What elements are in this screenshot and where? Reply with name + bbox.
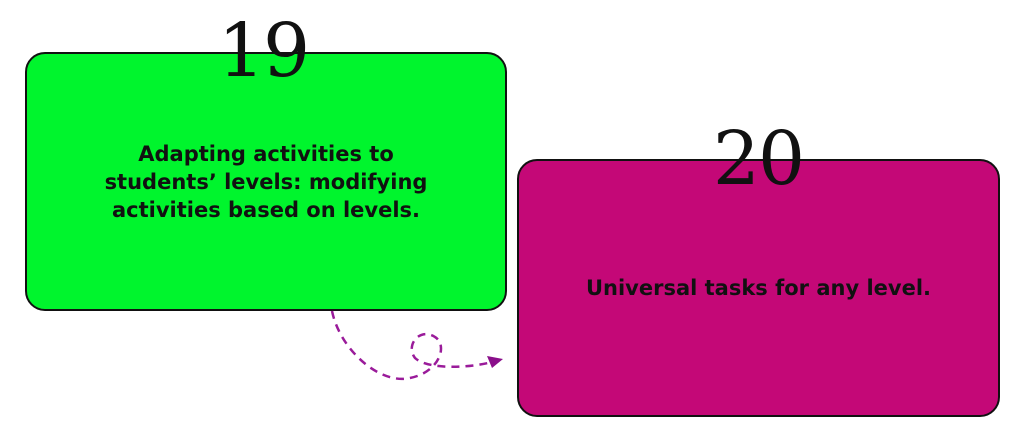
step-20-number: 20 [712,116,805,202]
step-19-text: Adapting activities to students’ levels:… [104,141,428,222]
step-19-number: 19 [217,8,310,94]
step-20-card: Universal tasks for any level. [517,159,1000,417]
step-20-text: Universal tasks for any level. [585,276,932,300]
arrowhead-icon [487,356,503,368]
step-19-card: Adapting activities to students’ levels:… [25,52,507,311]
